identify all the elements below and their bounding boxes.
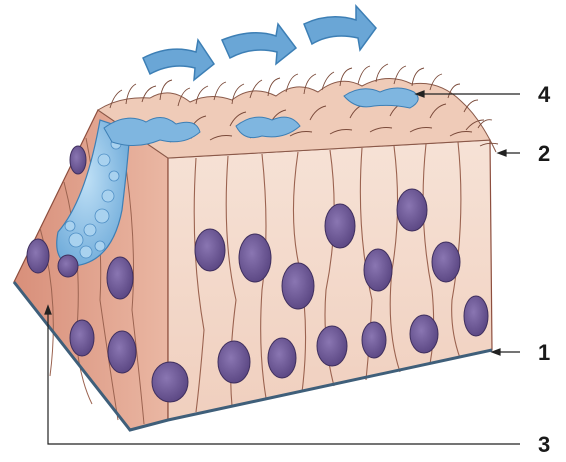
- label-2: 2: [538, 141, 550, 166]
- flow-arrow-icon: [304, 6, 376, 50]
- flow-arrow-icon: [143, 40, 214, 80]
- label-3: 3: [538, 432, 550, 457]
- flow-arrows: [143, 6, 376, 80]
- label-4: 4: [538, 82, 551, 107]
- flow-arrow-icon: [222, 24, 296, 64]
- label-1: 1: [538, 340, 550, 365]
